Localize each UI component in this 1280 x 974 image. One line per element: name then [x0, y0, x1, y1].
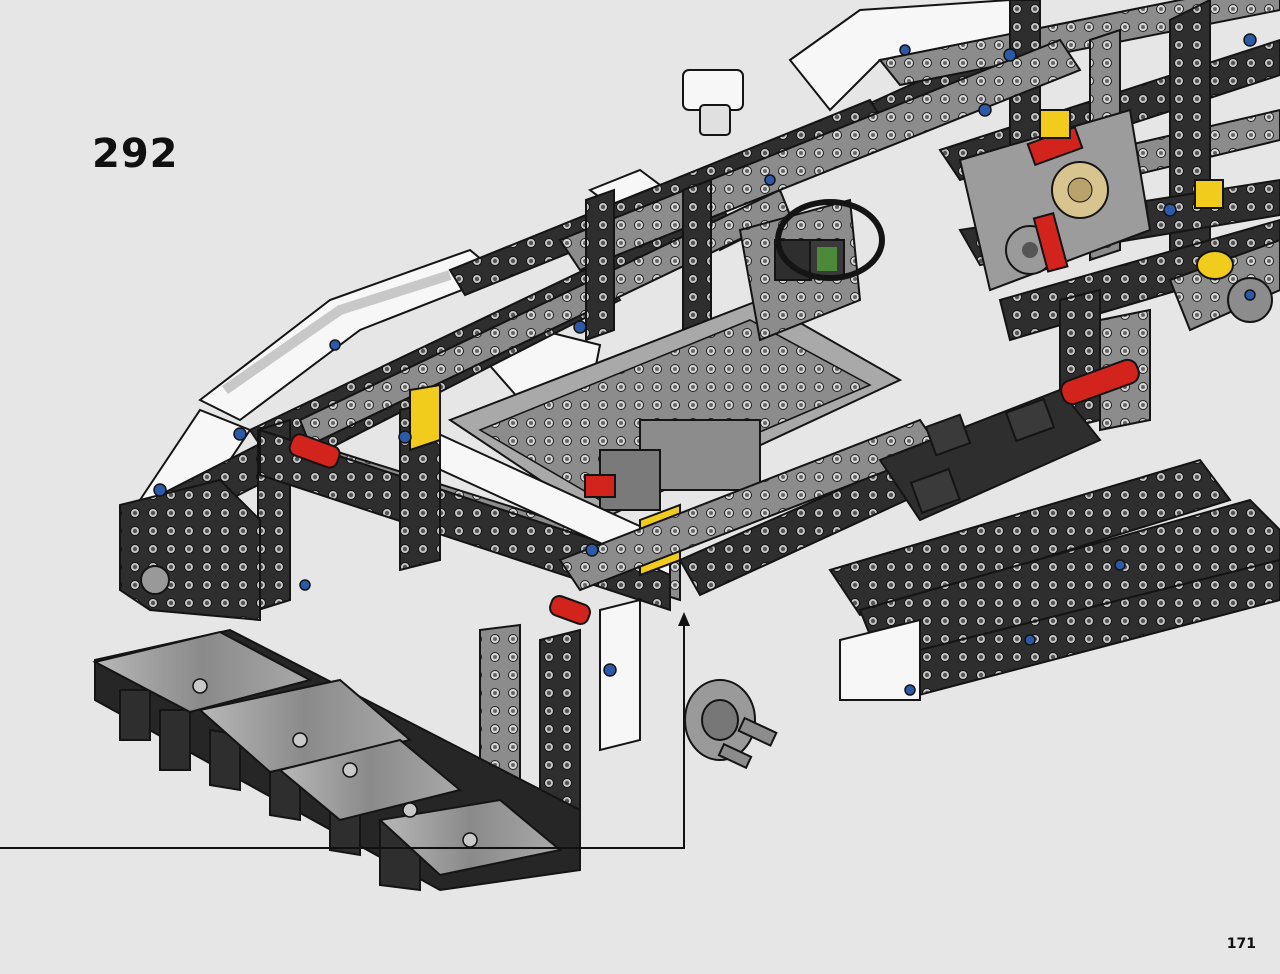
gearbox-cluster	[958, 108, 1273, 323]
axle-hub	[684, 679, 778, 770]
page-number: 171	[1226, 936, 1256, 952]
front-grille-block	[119, 478, 261, 622]
right-frame-and-floor	[479, 308, 1280, 842]
new-bumper-assembly	[92, 628, 581, 892]
blue-pins	[153, 33, 1257, 696]
step-number: 292	[92, 131, 179, 177]
engine-block	[447, 198, 903, 522]
callout-line	[0, 612, 690, 849]
